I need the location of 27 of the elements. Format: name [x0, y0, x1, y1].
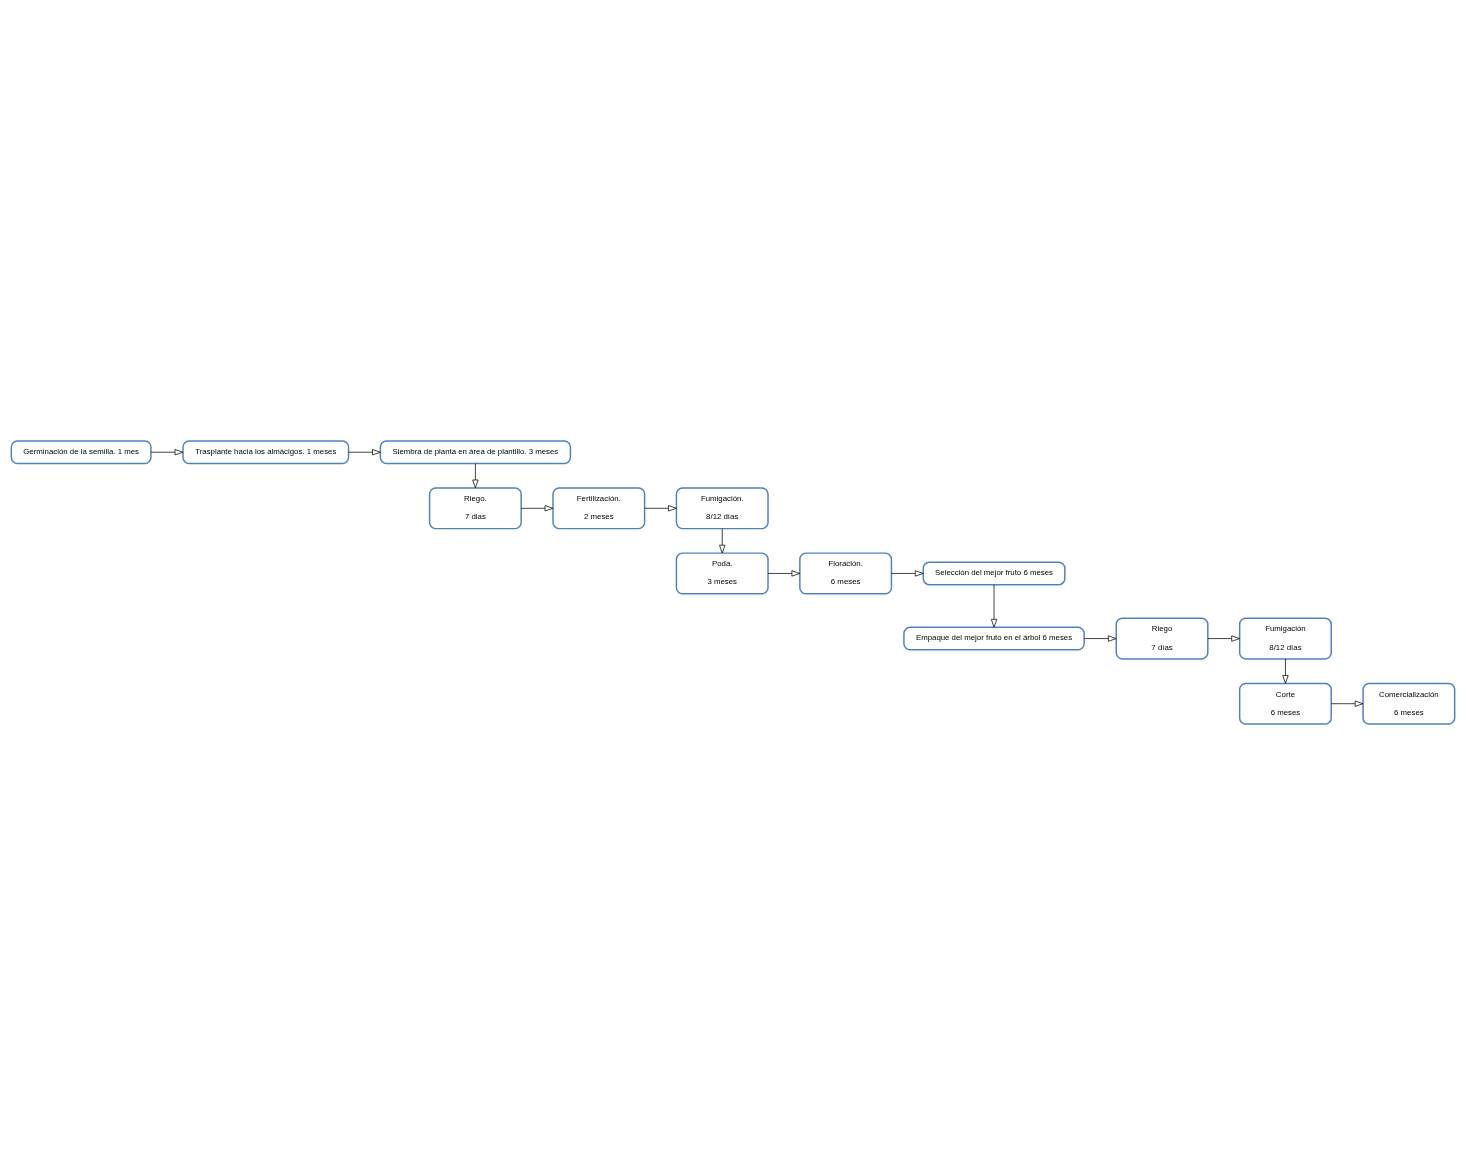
arrow [719, 527, 726, 553]
node-box: Fumigación 8/12 días [1238, 617, 1332, 660]
node-box: Fumigación. 8/12 días [675, 486, 769, 529]
node-box: Trasplante hacia los almácigos. 1 meses [182, 439, 350, 464]
node-box: Siembra de planta en área de plantillo. 3 meses [379, 439, 572, 464]
arrow [767, 569, 801, 577]
arrow [472, 462, 479, 488]
node-box: Riego. 7 dias [428, 486, 522, 529]
node-box: Selección del mejor fruto 6 meses [922, 560, 1066, 585]
node-box: Fertilización. 2 meses [552, 486, 646, 529]
node-box: Empaque del mejor fruto en el árbol 6 meses [903, 626, 1085, 651]
arrow [644, 504, 677, 511]
node-box: Poda. 3 meses [675, 551, 769, 594]
node-box: Corte 6 meses [1238, 682, 1332, 725]
arrow [150, 448, 184, 455]
node-box: Riego 7 días [1115, 617, 1209, 660]
arrow [990, 583, 998, 627]
arrow [348, 448, 381, 455]
arrow [1083, 634, 1117, 642]
arrow [1207, 634, 1240, 642]
node-box: Comercialización 6 meses [1362, 682, 1456, 725]
node-box: Floración. 6 meses [799, 551, 893, 594]
arrow [1330, 700, 1364, 707]
arrow [1282, 658, 1289, 684]
arrow [520, 504, 554, 511]
node-box: Germinación de la semilla. 1 mes [10, 439, 152, 464]
arrow [891, 569, 924, 577]
